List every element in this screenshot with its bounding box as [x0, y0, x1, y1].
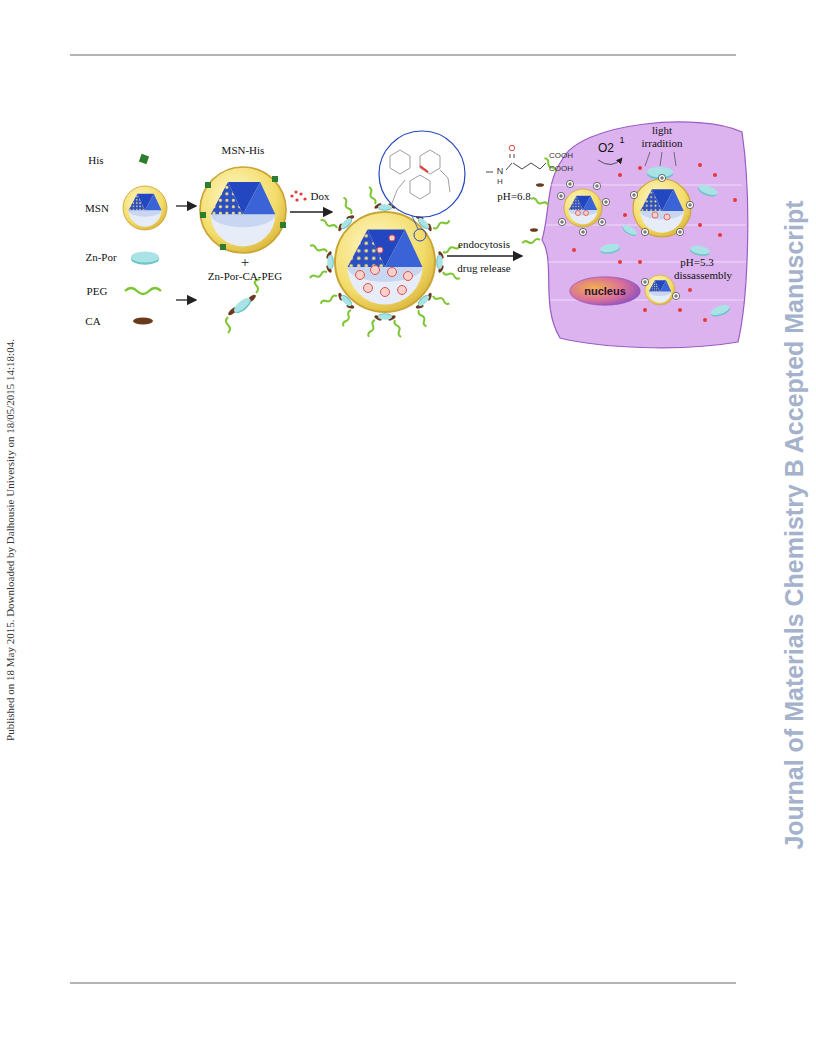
node-text: nucleus: [584, 285, 626, 297]
atom-label: H: [497, 178, 503, 187]
oxygen-label: 1: [619, 136, 624, 146]
key-label: Zn-Por: [85, 251, 116, 263]
component-label: Zn-Por-CA-PEG: [208, 270, 282, 282]
key-label: PEG: [87, 285, 108, 297]
light-label: irradition: [642, 137, 683, 149]
step-label: drug release: [457, 262, 510, 274]
step-label: dissassembly: [674, 269, 732, 281]
step-label: endocytosis: [458, 238, 510, 250]
oxygen-label: O2: [598, 142, 614, 155]
drug-label: Dox: [311, 190, 330, 202]
key-label: His: [88, 154, 103, 166]
watermark: Journal of Materials Chemistry B Accepte…: [781, 200, 809, 849]
atom-label: N: [497, 167, 504, 177]
plus-sign: +: [241, 254, 249, 271]
component-label: MSN-His: [222, 144, 265, 156]
ph-label: pH=6.8: [497, 190, 530, 202]
key-label: MSN: [85, 202, 109, 214]
group-label: COOH: [549, 152, 573, 161]
publication-note: Published on 18 May 2015. Downloaded by …: [4, 339, 16, 741]
light-label: light: [652, 124, 672, 136]
atom-label: O: [508, 144, 515, 154]
group-label: COOH: [549, 165, 573, 174]
ph-label: pH=5.3: [680, 256, 713, 268]
nucleus-ellipse: nucleus: [569, 276, 641, 306]
key-label: CA: [85, 315, 100, 327]
